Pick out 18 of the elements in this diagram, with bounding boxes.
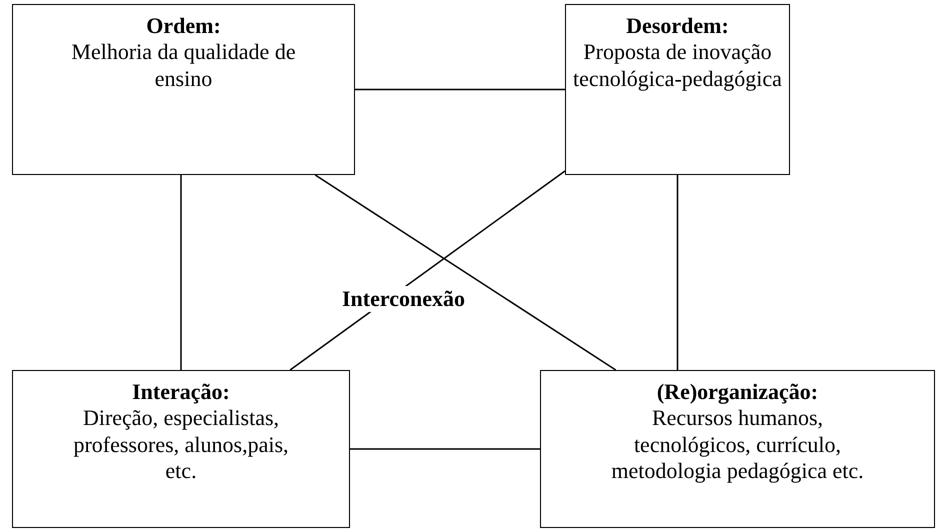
box-text: Proposta de inovação tecnológica-pedagógica [572, 39, 783, 92]
connector-line [180, 175, 182, 370]
box-heading: (Re)organização: [656, 379, 820, 406]
box-text: Recursos humanos, tecnológicos, currículo, metodologia pedagógica etc. [610, 405, 865, 485]
connector-line [676, 175, 678, 370]
connector-line [314, 174, 616, 371]
box-heading: Interação: [131, 379, 231, 406]
box-text: Direção, especialistas, professores, alunos,pais, etc. [72, 405, 290, 485]
box-text: Melhoria da qualidade de ensino [70, 39, 297, 92]
center-label: Interconexão [340, 286, 468, 312]
concept-box [12, 370, 350, 528]
connector-line [355, 88, 565, 90]
connector-line [350, 448, 540, 450]
box-heading: Desordem: [625, 13, 730, 40]
concept-box [540, 370, 935, 528]
concept-box [565, 4, 790, 175]
box-heading: Ordem: [145, 13, 222, 40]
concept-box [12, 4, 355, 175]
